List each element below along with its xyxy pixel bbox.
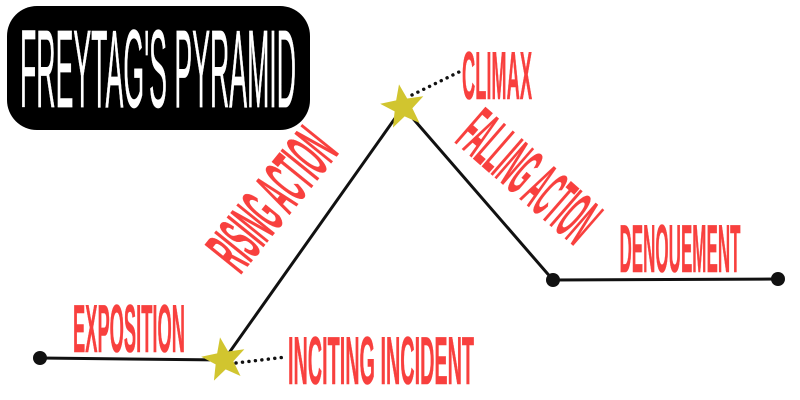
label-falling-action: FALLING ACTION [444,95,615,257]
label-climax: CLIMAX [462,38,532,114]
label-inciting-incident: INCITING INCIDENT [288,323,474,399]
label-exposition: EXPOSITION [73,291,185,367]
label-rising-action: RISING ACTION [193,114,351,285]
page-title: FREYTAG'S PYRAMID [20,8,296,131]
title-block: FREYTAG'S PYRAMID [7,6,310,131]
dot-icon-falling-action-end [546,273,560,287]
star-icon-climax [377,80,428,130]
dot-icon-story-end [771,272,785,286]
inciting-incident-connector-dotted-line [234,355,288,365]
label-denouement: DENOUEMENT [620,211,741,287]
climax-connector-dotted-line [410,70,461,97]
star-icon-inciting-incident [198,333,249,383]
title-plate [7,6,310,130]
dot-icon-story-start [33,351,47,365]
